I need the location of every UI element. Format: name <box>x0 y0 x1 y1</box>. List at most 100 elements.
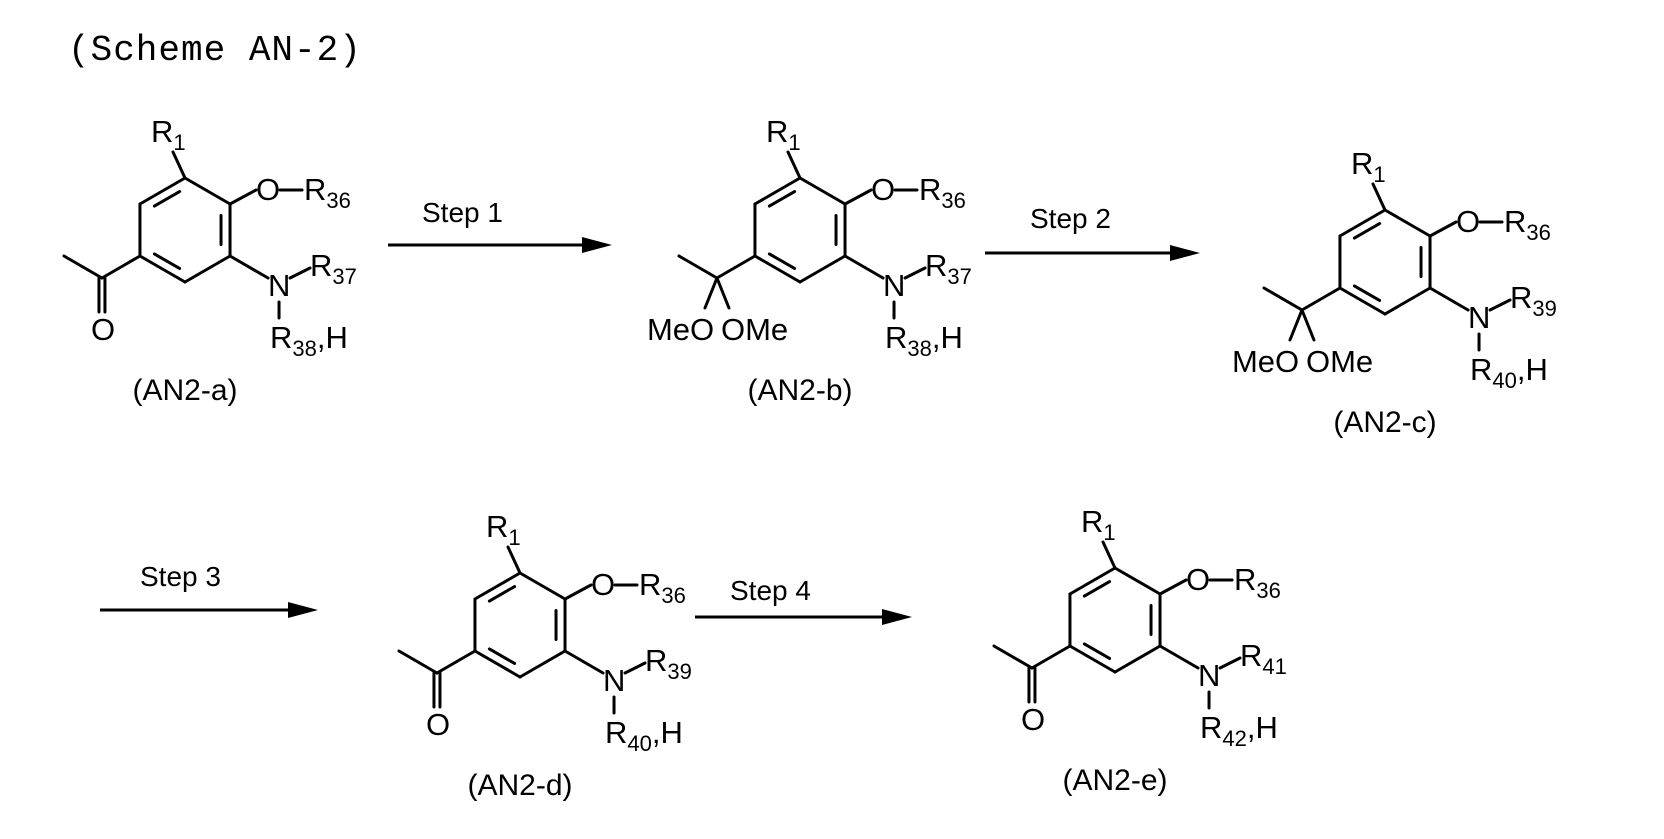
r1-label-symbol: R <box>766 114 788 149</box>
n-ra-bond <box>1220 658 1240 668</box>
n-substituent-b-label: R40,H <box>1470 352 1548 393</box>
ether-oxygen-label: O <box>256 172 280 207</box>
n-substituent-b-label-tail: ,H <box>1247 710 1278 745</box>
r36-label: R36 <box>919 172 966 213</box>
methyl-bond <box>1264 288 1302 310</box>
methoxy-left-label: MeO <box>1232 344 1299 379</box>
r36-label-symbol: R <box>304 172 326 207</box>
acyl-bond <box>102 256 140 278</box>
n-ra-bond <box>290 268 310 278</box>
arrow-head <box>882 609 912 625</box>
n-substituent-b-label-tail: ,H <box>1517 352 1548 387</box>
n-substituent-a-label: R39 <box>1510 280 1557 321</box>
compound-an2-d: R1OR36NR39R40,HO(AN2-d) <box>399 509 692 802</box>
r1-label: R1 <box>1351 146 1386 187</box>
ring-bond <box>1115 568 1160 594</box>
ether-oxygen-label: O <box>871 172 895 207</box>
ring-bond <box>800 178 845 204</box>
n-substituent-b-label-symbol: R <box>885 320 907 355</box>
ether-oxygen-label: O <box>1186 562 1210 597</box>
n-substituent-b-label: R40,H <box>605 715 683 756</box>
o-bond <box>230 190 256 204</box>
n-bond <box>1430 288 1468 310</box>
n-bond <box>565 651 603 673</box>
n-substituent-b-label-subscript: 38 <box>292 336 316 361</box>
ring-bond <box>1385 288 1430 314</box>
nitrogen-label: N <box>603 663 625 698</box>
r36-label: R36 <box>639 567 686 608</box>
n-substituent-b-label-tail: ,H <box>317 320 348 355</box>
step-4-label: Step 4 <box>730 575 811 606</box>
reaction-arrow-step-2: Step 2 <box>985 203 1200 261</box>
r36-label: R36 <box>304 172 351 213</box>
acyl-bond <box>717 256 755 278</box>
acyl-bond <box>1302 288 1340 310</box>
r1-label: R1 <box>151 114 186 155</box>
r1-label-symbol: R <box>1081 504 1103 539</box>
n-substituent-a-label-symbol: R <box>1510 280 1532 315</box>
r36-label-symbol: R <box>919 172 941 207</box>
compound-an2-e: R1OR36NR41R42,HO(AN2-e) <box>994 504 1287 797</box>
r1-label-symbol: R <box>486 509 508 544</box>
compound-label: (AN2-c) <box>1333 406 1436 439</box>
methyl-bond <box>64 256 102 278</box>
compound-an2-a: R1OR36NR37R38,HO(AN2-a) <box>64 114 357 407</box>
n-substituent-a-label: R39 <box>645 643 692 684</box>
ether-oxygen-label: O <box>591 567 615 602</box>
ring-bond <box>800 256 845 282</box>
methyl-bond <box>399 651 437 673</box>
n-ra-bond <box>905 268 925 278</box>
n-substituent-b-label: R42,H <box>1200 710 1278 751</box>
n-bond <box>230 256 268 278</box>
methoxy-right-label: OMe <box>721 312 788 347</box>
n-substituent-a-label-subscript: 41 <box>1262 654 1286 679</box>
ring-bond <box>185 256 230 282</box>
n-substituent-b-label-subscript: 38 <box>907 336 931 361</box>
step-1-label: Step 1 <box>422 197 503 228</box>
r36-label-subscript: 36 <box>1526 220 1550 245</box>
n-substituent-b-label: R38,H <box>885 320 963 361</box>
n-substituent-b-label: R38,H <box>270 320 348 361</box>
step-3-label: Step 3 <box>140 561 221 592</box>
acyl-bond <box>1032 646 1070 668</box>
n-substituent-b-label-symbol: R <box>1200 710 1222 745</box>
n-substituent-a-label-subscript: 37 <box>332 264 356 289</box>
n-ra-bond <box>625 663 645 673</box>
n-substituent-a-label-subscript: 37 <box>947 264 971 289</box>
r1-bond <box>788 152 800 178</box>
reaction-arrow-step-3: Step 3 <box>100 561 318 618</box>
r1-bond <box>1103 542 1115 568</box>
carbonyl-oxygen-label: O <box>91 312 115 347</box>
compound-an2-b: R1OR36NR37R38,HMeOOMe(AN2-b) <box>647 114 972 407</box>
r1-label-subscript: 1 <box>173 130 185 155</box>
n-substituent-a-label: R37 <box>925 248 972 289</box>
n-substituent-b-label-symbol: R <box>270 320 292 355</box>
nitrogen-label: N <box>1468 300 1490 335</box>
arrow-head <box>582 237 612 253</box>
arrow-head <box>288 602 318 618</box>
n-substituent-b-label-subscript: 42 <box>1222 726 1246 751</box>
r1-label: R1 <box>766 114 801 155</box>
r36-label-symbol: R <box>1504 204 1526 239</box>
acyl-bond <box>437 651 475 673</box>
n-substituent-a-label-subscript: 39 <box>667 659 691 684</box>
n-ra-bond <box>1490 300 1510 310</box>
ether-oxygen-label: O <box>1456 204 1480 239</box>
n-substituent-a-label: R41 <box>1240 638 1287 679</box>
n-substituent-a-label-subscript: 39 <box>1532 296 1556 321</box>
ring-bond <box>185 178 230 204</box>
n-substituent-a-label-symbol: R <box>1240 638 1262 673</box>
r1-bond <box>173 152 185 178</box>
r1-bond <box>1373 184 1385 210</box>
reaction-arrow-step-1: Step 1 <box>388 197 612 253</box>
n-bond <box>845 256 883 278</box>
o-bond <box>1430 222 1456 236</box>
nitrogen-label: N <box>268 268 290 303</box>
step-2-label: Step 2 <box>1030 203 1111 234</box>
ketal-bond-right <box>1302 310 1314 340</box>
o-bond <box>1160 580 1186 594</box>
compound-label: (AN2-d) <box>467 769 572 802</box>
compound-an2-c: R1OR36NR39R40,HMeOOMe(AN2-c) <box>1232 146 1557 439</box>
